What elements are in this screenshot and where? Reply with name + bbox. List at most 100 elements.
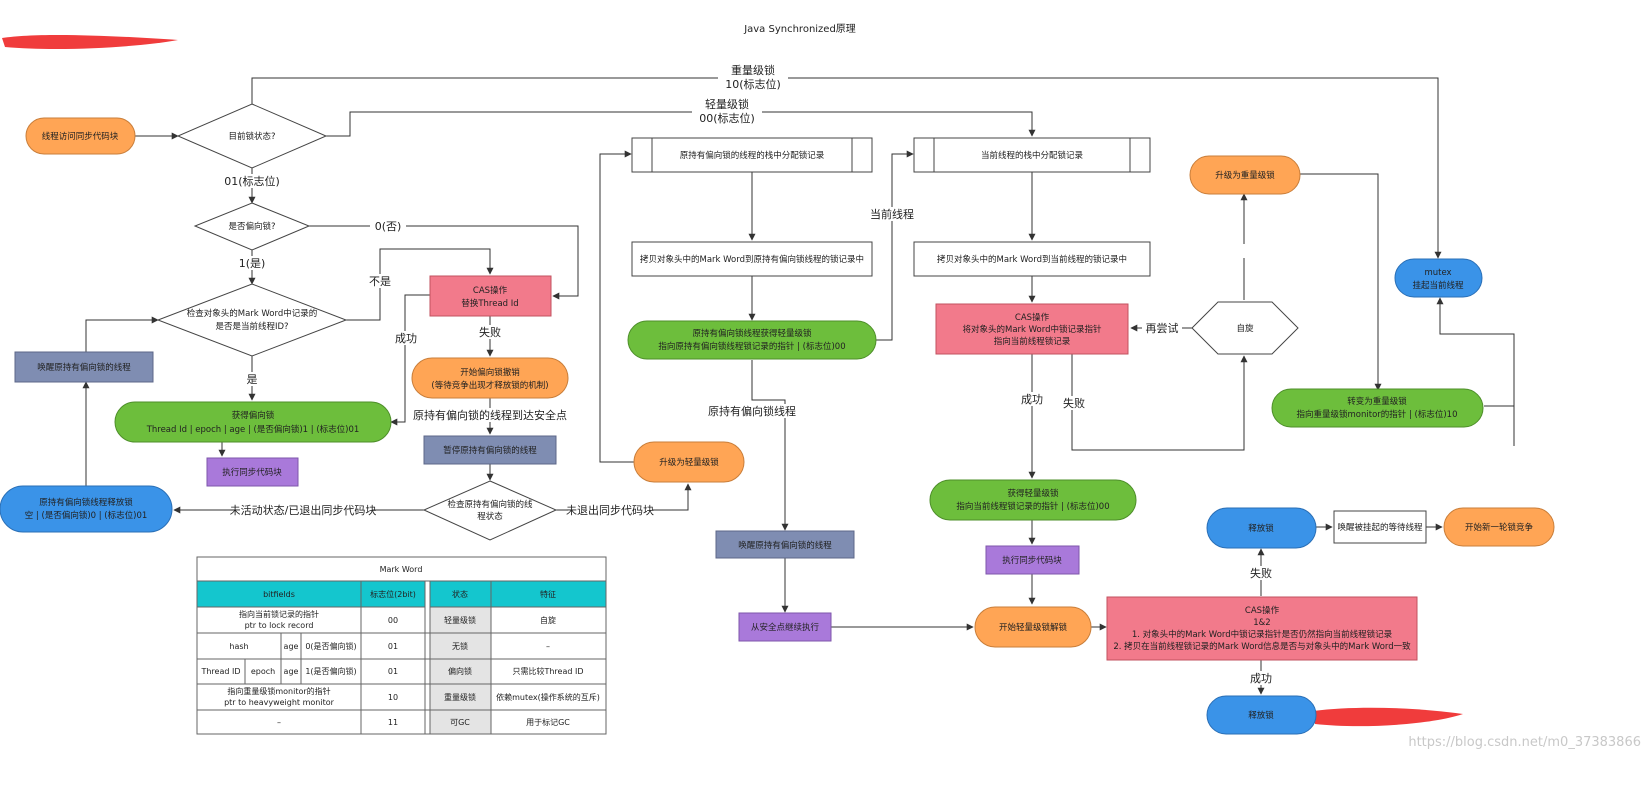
row2-age: age bbox=[284, 642, 299, 651]
node-wake-biased-mid: 唤醒原持有偏向锁的线程 bbox=[715, 530, 855, 559]
svg-text:执行同步代码块: 执行同步代码块 bbox=[1002, 555, 1062, 566]
svg-text:释放锁: 释放锁 bbox=[1248, 523, 1274, 534]
svg-text:检查对象头的Mark Word中记录的: 检查对象头的Mark Word中记录的 bbox=[187, 308, 318, 319]
node-new-round: 开始新一轮锁竞争 bbox=[1443, 507, 1555, 547]
row3-feature: 只需比较Thread ID bbox=[512, 666, 583, 676]
row3-flag: 01 bbox=[388, 667, 398, 676]
svg-text:程状态: 程状态 bbox=[477, 511, 503, 522]
edge-cas-light-fail bbox=[1071, 354, 1248, 451]
svg-text:检查原持有偏向锁的线: 检查原持有偏向锁的线 bbox=[447, 499, 533, 510]
node-start-unlock-light: 开始轻量级锁解锁 bbox=[974, 606, 1092, 648]
svg-text:CAS操作: CAS操作 bbox=[473, 285, 508, 296]
svg-text:1&2: 1&2 bbox=[1253, 618, 1270, 628]
label-lightweight-2: 00(标志位) bbox=[699, 111, 755, 125]
edge-orig-holder bbox=[751, 360, 789, 531]
node-copy-mark-word-cur: 拷贝对象头中的Mark Word到当前线程的锁记录中 bbox=[913, 241, 1151, 277]
label-success3: 成功 bbox=[1250, 672, 1272, 685]
label-orig-holder: 原持有偏向锁线程 bbox=[708, 404, 796, 418]
svg-text:唤醒原持有偏向锁的线程: 唤醒原持有偏向锁的线程 bbox=[738, 540, 832, 551]
label-fail3: 失败 bbox=[1250, 566, 1272, 580]
label-heavyweight-2: 10(标志位) bbox=[725, 77, 781, 91]
row1-feature: 自旋 bbox=[540, 615, 556, 625]
node-pause-biased-thread: 暂停原持有偏向锁的线程 bbox=[423, 435, 557, 465]
label-is: 是 bbox=[247, 373, 258, 386]
node-alloc-record-cur: 当前线程的栈中分配锁记录 bbox=[913, 137, 1151, 173]
svg-text:唤醒原持有偏向锁的线程: 唤醒原持有偏向锁的线程 bbox=[37, 362, 131, 373]
label-flag01: 01(标志位) bbox=[224, 174, 280, 188]
edge-heavyweight bbox=[251, 77, 1442, 259]
row4-flag: 10 bbox=[388, 693, 398, 702]
node-start: 线程访问同步代码块 bbox=[25, 117, 136, 155]
row3-biased: 1(是否偏向锁) bbox=[305, 666, 356, 676]
node-orig-get-light: 原持有偏向锁线程获得轻量级锁 指向原持有偏向锁线程锁记录的指针 | (标志位)0… bbox=[627, 320, 877, 360]
svg-text:获得偏向锁: 获得偏向锁 bbox=[232, 410, 275, 421]
node-cas-light: CAS操作 将对象头的Mark Word中锁记录指针 指向当前线程锁记录 bbox=[935, 303, 1129, 355]
watermark-url: https://blog.csdn.net/m0_37383866 bbox=[1408, 735, 1641, 750]
row1-bitfields-1: 指向当前锁记录的指针 bbox=[239, 609, 319, 619]
svg-text:指向当前线程锁记录: 指向当前线程锁记录 bbox=[994, 336, 1071, 347]
row4-bitfields-1: 指向重量级锁monitor的指针 bbox=[227, 686, 330, 696]
svg-text:指向当前线程锁记录的指针 | (标志位)00: 指向当前线程锁记录的指针 | (标志位)00 bbox=[956, 501, 1109, 512]
label-retry: 再尝试 bbox=[1146, 322, 1179, 335]
row3-age: age bbox=[284, 667, 299, 676]
node-upgrade-heavy: 升级为重量级锁 bbox=[1189, 155, 1301, 195]
node-release-lock-bottom: 释放锁 bbox=[1206, 695, 1317, 735]
node-to-heavy: 转变为重量级锁 指向重量级锁monitor的指针 | (标志位)10 bbox=[1271, 388, 1484, 428]
row5-bitfields: – bbox=[277, 718, 281, 727]
label-not-is: 不是 bbox=[369, 275, 391, 288]
label-inactive: 未活动状态/已退出同步代码块 bbox=[230, 503, 377, 517]
svg-text:自旋: 自旋 bbox=[1236, 323, 1254, 334]
edge-lightweight bbox=[326, 111, 1036, 137]
redaction-mark-bottom-right bbox=[1313, 707, 1463, 727]
label-lightweight-1: 轻量级锁 bbox=[705, 97, 749, 111]
svg-text:开始轻量级锁解锁: 开始轻量级锁解锁 bbox=[999, 622, 1068, 633]
row3-thread-id: Thread ID bbox=[200, 667, 240, 676]
svg-text:执行同步代码块: 执行同步代码块 bbox=[222, 467, 282, 478]
row4-state: 重量级锁 bbox=[444, 692, 476, 702]
svg-text:空 | (是否偏向锁)0 | (标志位)01: 空 | (是否偏向锁)0 | (标志位)01 bbox=[25, 510, 148, 521]
node-wake-suspended: 唤醒被挂起的等待线程 bbox=[1333, 510, 1427, 544]
row2-biased: 0(是否偏向锁) bbox=[305, 641, 356, 651]
node-check-thread-state: 检查原持有偏向锁的线 程状态 bbox=[422, 480, 558, 541]
edge-upgrade-to-alloc bbox=[599, 150, 634, 463]
row5-flag: 11 bbox=[388, 718, 398, 727]
header-flag: 标志位(2bit) bbox=[370, 589, 416, 599]
svg-text:唤醒被挂起的等待线程: 唤醒被挂起的等待线程 bbox=[1337, 522, 1423, 533]
edge-not-is bbox=[346, 248, 494, 321]
edge-current-thread bbox=[876, 150, 914, 341]
mark-word-table: Mark Word bitfields 标志位(2bit) 状态 特征 bbox=[196, 556, 607, 735]
row2-hash: hash bbox=[229, 642, 248, 651]
svg-text:升级为重量级锁: 升级为重量级锁 bbox=[1215, 170, 1275, 181]
edge-wake-to-check bbox=[85, 316, 159, 352]
node-is-biased: 是否偏向锁? bbox=[193, 202, 311, 251]
node-copy-mark-word-orig: 拷贝对象头中的Mark Word到原持有偏向锁线程的锁记录中 bbox=[631, 241, 873, 277]
svg-text:线程访问同步代码块: 线程访问同步代码块 bbox=[42, 131, 119, 142]
node-exec-sync-mid: 执行同步代码块 bbox=[985, 545, 1080, 575]
label-fail: 失败 bbox=[479, 325, 501, 339]
svg-text:CAS操作: CAS操作 bbox=[1015, 312, 1050, 323]
node-cas-replace: CAS操作 替换Thread Id bbox=[429, 275, 552, 317]
node-get-biased-lock: 获得偏向锁 Thread Id | epoch | age | (是否偏向锁)1… bbox=[114, 401, 392, 443]
redaction-mark-top-left bbox=[2, 34, 178, 50]
edge-labels: 重量级锁 10(标志位) 轻量级锁 00(标志位) 01(标志位) 0(否) 1… bbox=[222, 62, 1336, 685]
row2-flag: 01 bbox=[388, 642, 398, 651]
label-heavyweight-1: 重量级锁 bbox=[731, 63, 775, 77]
svg-text:从安全点继续执行: 从安全点继续执行 bbox=[751, 622, 820, 633]
node-wake-biased-left: 唤醒原持有偏向锁的线程 bbox=[14, 351, 154, 383]
row3-state: 偏向锁 bbox=[448, 666, 472, 676]
row2-feature: – bbox=[546, 642, 550, 651]
svg-text:获得轻量级锁: 获得轻量级锁 bbox=[1007, 488, 1059, 499]
node-revoke-biased: 开始偏向锁撤销 (等待竞争出现才释放锁的机制) bbox=[411, 357, 569, 399]
node-resume-safepoint: 从安全点继续执行 bbox=[738, 612, 832, 642]
svg-text:Thread Id | epoch | age | (是否偏: Thread Id | epoch | age | (是否偏向锁)1 | (标志… bbox=[146, 424, 360, 435]
label-success: 成功 bbox=[395, 332, 417, 345]
label-not-exited: 未退出同步代码块 bbox=[566, 503, 654, 517]
row2-state: 无锁 bbox=[452, 641, 468, 651]
edge-no bbox=[309, 225, 579, 300]
node-exec-sync-left: 执行同步代码块 bbox=[206, 457, 299, 487]
node-release-lock-top: 释放锁 bbox=[1206, 507, 1317, 549]
label-success2: 成功 bbox=[1021, 393, 1043, 406]
header-feature: 特征 bbox=[540, 589, 556, 599]
svg-text:替换Thread Id: 替换Thread Id bbox=[461, 298, 518, 309]
